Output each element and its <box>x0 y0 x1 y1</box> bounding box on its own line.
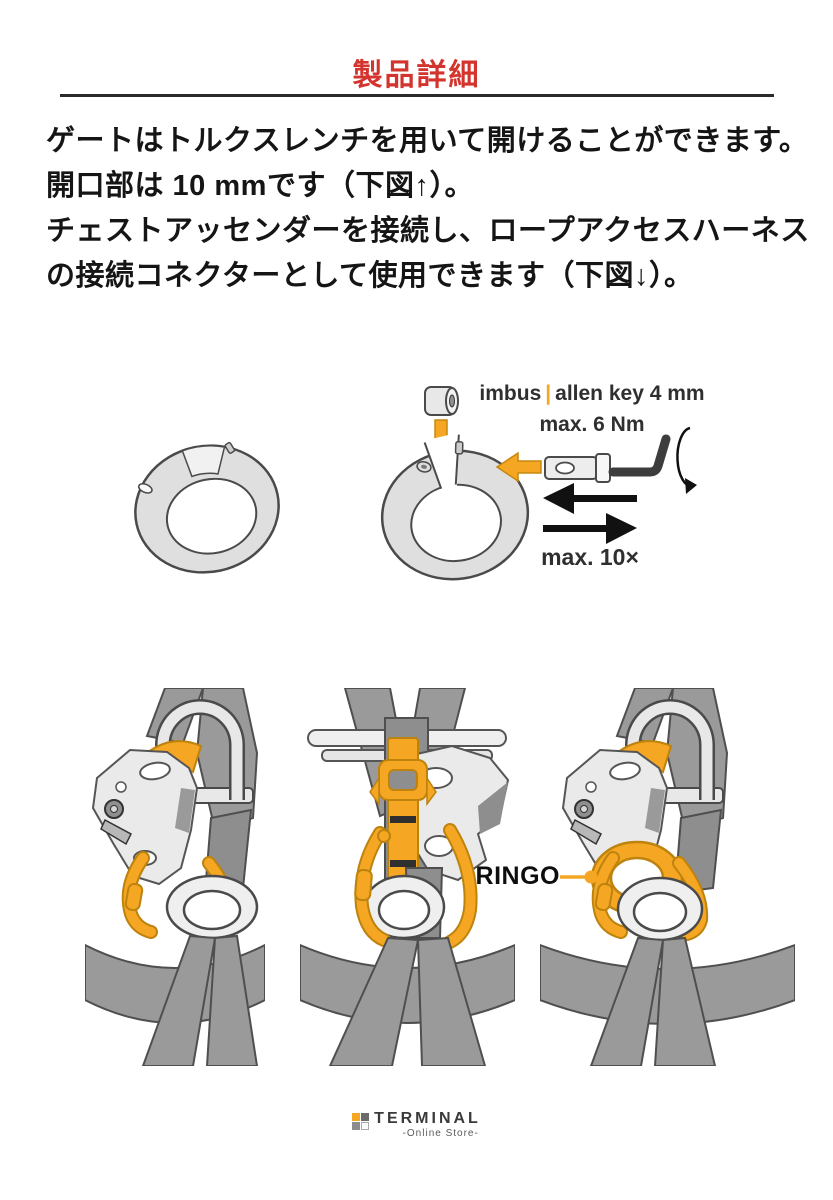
harness-front-view <box>300 688 515 1066</box>
screw-pin-icon <box>544 453 611 483</box>
description-line: ゲートはトルクスレンチを用いて開けることができます。 <box>46 125 809 157</box>
title-divider <box>60 94 774 97</box>
tool-annotation: imbus|allen key 4 mm <box>467 382 717 406</box>
terminal-logo-squares-icon <box>352 1113 370 1139</box>
ringo-product-label: RINGO <box>475 862 560 890</box>
product-description: ゲートはトルクスレンチを用いて開けることができます。 開口部は 10 mmです（… <box>46 119 810 299</box>
harness-side-view-with-ringo <box>540 688 795 1066</box>
tool-label-divider: | <box>545 382 552 405</box>
store-brand-name: TERMINAL <box>374 1110 481 1127</box>
description-line: 開口部は 10 mmです（下図↑）。 <box>46 170 474 202</box>
gate-sleeve-icon <box>424 386 459 416</box>
ring-tools-illustration <box>134 386 697 581</box>
open-ring-icon <box>380 432 530 581</box>
tool-label-allen-key: allen key 4 mm <box>555 382 705 405</box>
tool-label-imbus: imbus <box>479 382 542 405</box>
harness-side-view <box>85 688 265 1066</box>
description-line: チェストアッセンダーを接続し、ロープアクセスハーネス <box>46 215 810 247</box>
arrow-right-icon <box>543 513 637 544</box>
repeat-annotation: max. 10× <box>541 544 639 570</box>
harness-usage-diagram: RINGO <box>0 688 833 1066</box>
store-logo: TERMINAL -Online Store- <box>0 1110 833 1160</box>
tool-instruction-diagram: imbus|allen key 4 mm max. 6 Nm max. 10× <box>0 368 833 628</box>
ringo-callout-dot <box>584 870 598 884</box>
allen-key-icon <box>608 434 671 477</box>
store-tagline: -Online Store- <box>402 1128 479 1139</box>
arrow-left-icon <box>543 483 637 514</box>
harness-body <box>561 688 729 895</box>
description-line: の接続コネクターとして使用できます（下図↓）。 <box>46 260 694 292</box>
left-arrow-orange-icon <box>495 451 542 483</box>
torque-annotation: max. 6 Nm <box>539 413 645 436</box>
rotate-arrow-icon <box>676 426 697 494</box>
closed-ring-icon <box>134 441 280 574</box>
page-title: 製品詳細 <box>352 59 481 92</box>
